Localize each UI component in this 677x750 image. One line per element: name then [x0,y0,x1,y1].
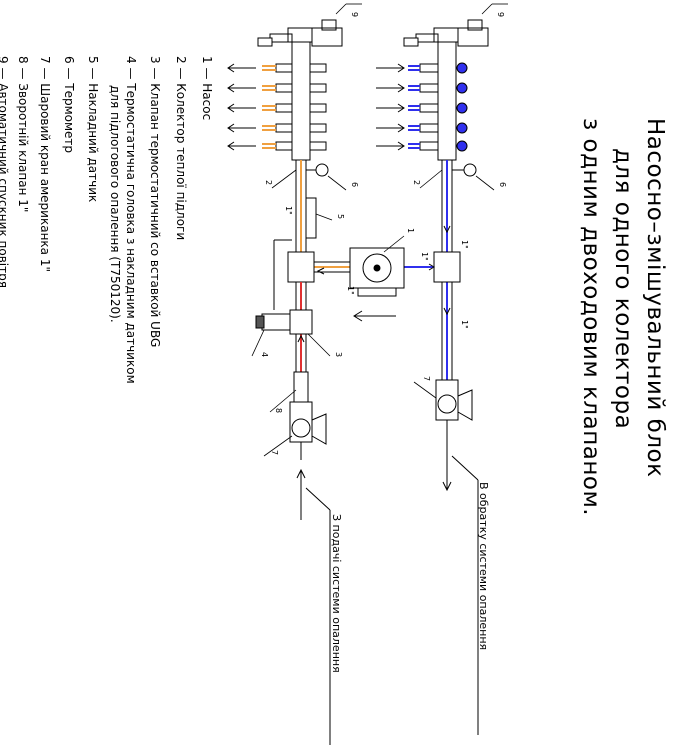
pipe-size-hot-mid: 1" [346,286,355,295]
callout-7-left: 7 [270,450,279,455]
legend-item-3: 3 — Клапан термостатичний со вставкой UB… [148,56,162,348]
title-line-1: Насосно–змішувальний блок [642,118,668,478]
pipe-size-cold-mid: 1" [460,320,469,329]
legend-item-2: 2 — Колектор теплої підлоги [174,56,188,241]
callout-7-right: 7 [422,376,431,381]
callout-numbers: 9 9 2 2 6 6 5 1 3 4 8 7 7 1" 1" 1" 1" 1" [260,12,507,455]
legend-item-4: 4 — Термостатична головка з накладним да… [124,56,138,384]
pipe-size-cold-pump: 1" [420,252,429,261]
callout-9-right: 9 [496,12,505,17]
legend-item-8: 8 — Зворотній клапан 1" [16,56,30,213]
title-line-3: з одним двоходовим клапаном. [578,118,604,517]
hot-collector-outlets [275,63,327,151]
legend-item-4-cont: для підлогового опалення (T750120). [108,85,122,323]
hot-collector [227,19,360,460]
pipe-flow-arrows [297,225,451,343]
legend-item-9: 9 — Автоматичний спускник повітря [0,56,10,288]
cold-collector [376,19,489,440]
return-label: В обратку системи опалення [477,482,490,651]
title-line-2: для одного колектора [610,148,636,430]
callout-6-right: 6 [498,182,507,187]
legend-item-7: 7 — Шаровий кран американка 1" [38,56,52,272]
callout-9-left: 9 [350,12,359,17]
callout-1: 1 [406,228,415,233]
callout-6-left: 6 [350,182,359,187]
callout-3: 3 [334,352,343,357]
callout-4: 4 [260,352,269,357]
pump [349,247,405,297]
return-arrow [442,440,479,735]
pipe-size-hot-top: 1" [284,206,293,215]
cold-collector-outlets [419,62,468,152]
supply-label: З подачі системи опалення [330,514,343,673]
supply-arrow [296,468,331,745]
callout-5: 5 [336,214,345,219]
legend-item-1: 1 — Насос [200,56,214,121]
legend-item-5: 5 — Накладний датчик [86,56,100,203]
callout-8: 8 [274,408,283,413]
callout-leaders [251,3,508,457]
hot-outgoing-arrows [227,63,256,151]
callout-2-right: 2 [412,180,421,185]
legend-item-6: 6 — Термометр [62,56,76,154]
cold-incoming-arrows [376,63,405,151]
bypass-line [273,239,292,310]
callout-2-left: 2 [264,180,273,185]
pipe-size-cold-top: 1" [460,240,469,249]
pump-flow-arrow [353,310,396,322]
